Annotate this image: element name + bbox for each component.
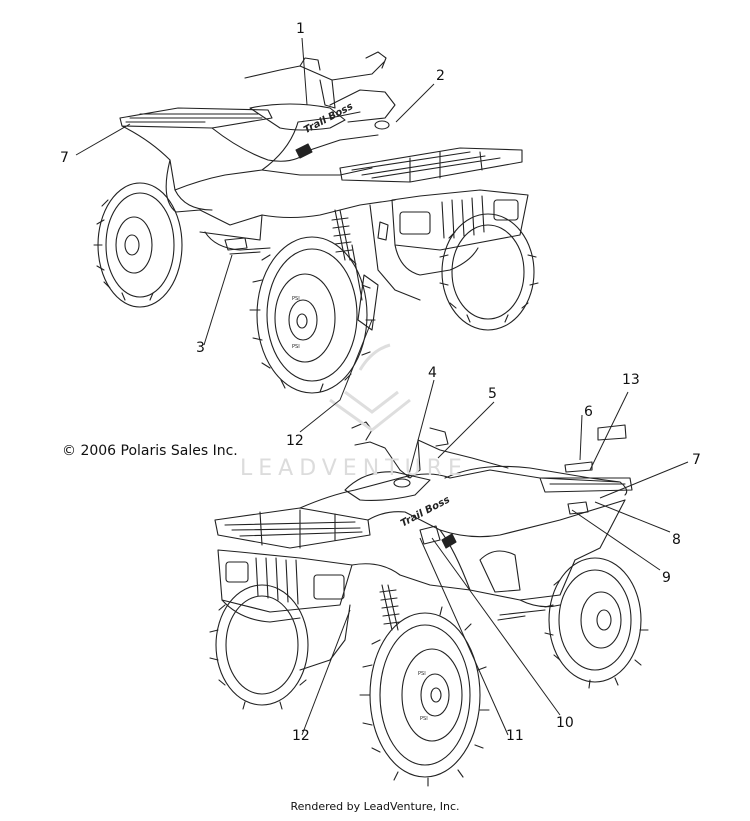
callout-9-bottom: 9 [662,570,671,586]
svg-text:PSI: PSI [292,296,300,302]
atv-top-rear-left-wheel [93,182,183,308]
callout-7-top: 7 [60,150,69,166]
atv-top-front-bumper [391,189,529,276]
footer-text: Rendered by LeadVenture, Inc. [290,800,460,813]
callout-4-bottom: 4 [428,365,437,381]
callout-11-bottom: 11 [506,728,524,744]
callout-3-top: 3 [196,340,205,356]
atv-bottom-handlebars [351,421,509,479]
callout-12-top: 12 [286,433,304,449]
atv-bottom-front-rack [214,507,371,549]
callout-leaders [75,37,689,736]
callout-8-bottom: 8 [672,532,681,548]
atv-top-rear-rack [119,107,273,129]
callout-6-bottom: 6 [584,404,593,420]
atv-top-handlebars [244,51,387,109]
callout-10-bottom: 10 [556,715,574,731]
atv-bottom-front-right-wheel [209,584,309,710]
callout-2-top: 2 [436,68,445,84]
atv-top-front-left-wheel [439,213,539,331]
atv-top-front-rack [339,147,523,183]
svg-text:PSI: PSI [420,716,428,722]
svg-text:PSI: PSI [418,671,426,677]
atv-bottom-body [299,469,628,616]
atv-bottom-front-left-wheel: PSI PSI [359,606,490,787]
atv-top-body [121,111,396,251]
callout-1-top: 1 [296,21,305,37]
atv-bottom-trail-boss-decal: Trail Boss [399,494,452,529]
watermark-text: LEADVENTURE [240,456,468,481]
atv-top-illustration: PSI PSI [93,51,539,394]
atv-bottom-rear-right-wheel [544,557,649,689]
callout-12-bottom: 12 [292,728,310,744]
atv-top-decals [224,143,389,331]
atv-top-front-right-wheel: PSI PSI [249,236,376,394]
atv-bottom-shock [299,584,401,671]
callout-numbers: 1 2 7 3 12 4 5 6 13 7 8 9 10 11 12 [60,21,701,744]
atv-bottom-tank-seat [344,465,621,501]
atv-top-seat-tank [249,89,396,131]
copyright-text: © 2006 Polaris Sales Inc. [62,443,238,459]
atv-bottom-rear-rack [539,477,633,493]
atv-bottom-decals [419,424,627,621]
callout-13-bottom: 13 [622,372,640,388]
watermark-logo [329,343,411,432]
atv-top-shock [331,204,421,301]
atv-bottom-front-bumper [217,549,353,623]
callout-5-bottom: 5 [488,386,497,402]
svg-text:PSI: PSI [292,344,300,350]
callout-7-bottom: 7 [692,452,701,468]
